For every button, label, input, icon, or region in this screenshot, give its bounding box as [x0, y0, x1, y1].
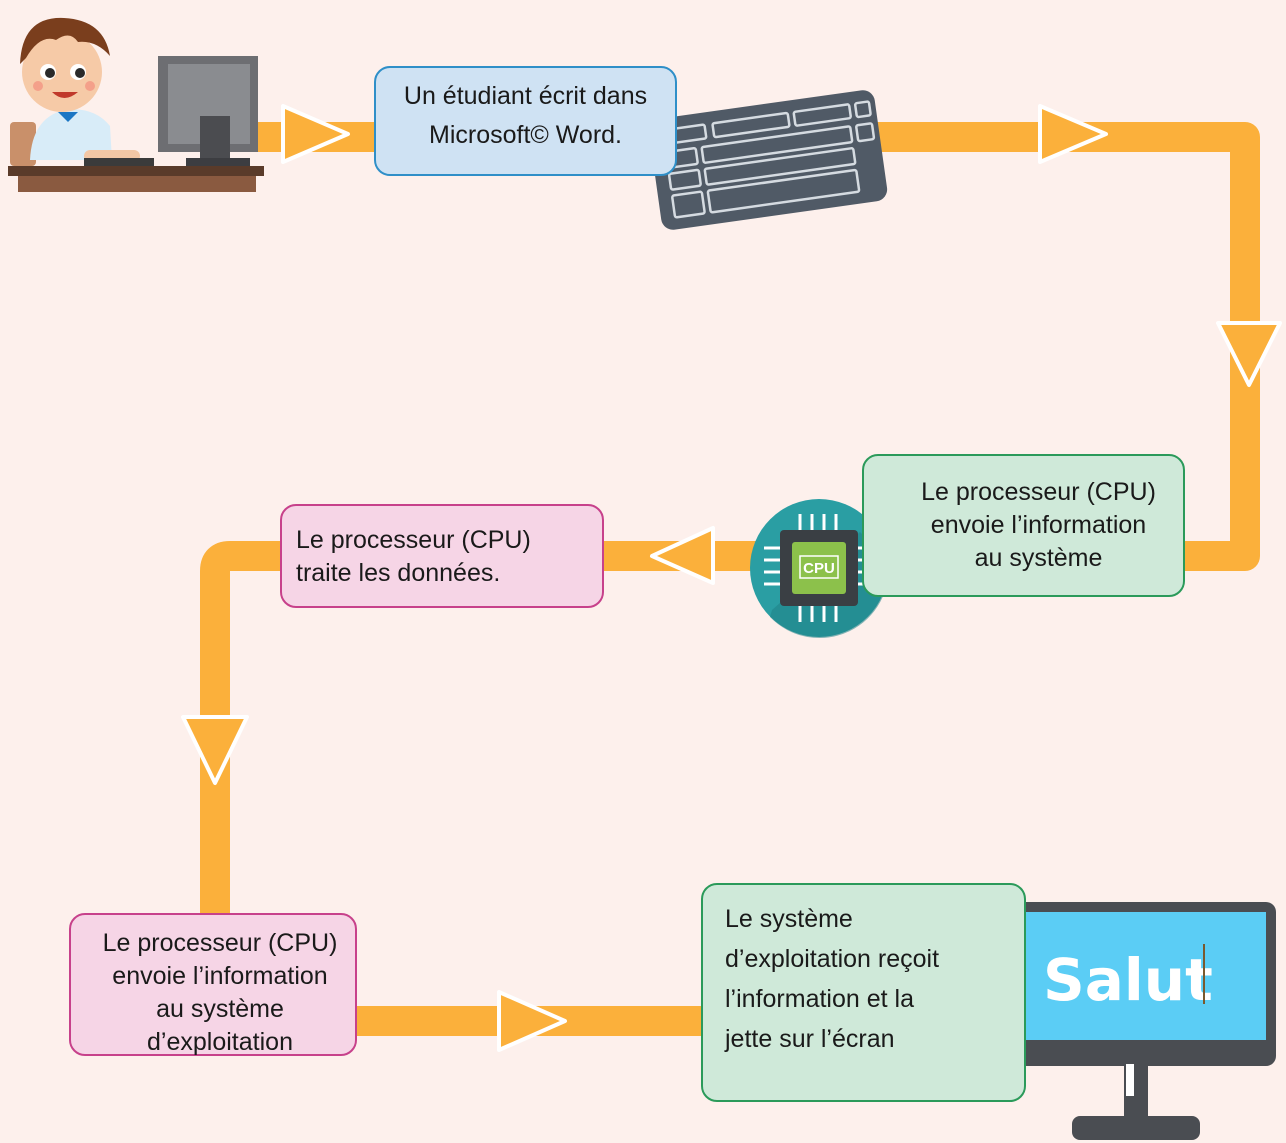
student-at-computer-icon	[8, 17, 264, 192]
step-line: Microsoft© Word.	[429, 121, 622, 149]
cpu-chip-label: CPU	[803, 560, 835, 577]
monitor-salut-text: Salut	[1043, 946, 1213, 1014]
step-line: au système	[156, 995, 284, 1023]
arrow-left-1	[650, 526, 715, 585]
step-line: Le système	[725, 905, 853, 933]
arrow-right-1	[281, 104, 350, 164]
step-cpu-sends-os-box: Le processeur (CPU) envoie l’information…	[69, 913, 357, 1056]
step-line: au système	[974, 544, 1103, 572]
step-line: envoie l’information	[112, 962, 328, 990]
monitor-icon: Salut	[994, 902, 1276, 1140]
step-line: Un étudiant écrit dans	[403, 82, 648, 110]
step-cpu-processes-box: Le processeur (CPU) traite les données.	[280, 504, 604, 608]
step-line: Le processeur (CPU)	[921, 478, 1156, 506]
arrow-right-3	[497, 990, 567, 1052]
step-student-writes-box: Un étudiant écrit dans Microsoft© Word.	[374, 66, 677, 176]
step-line: traite les données.	[296, 559, 501, 587]
step-line: jette sur l’écran	[725, 1025, 895, 1053]
step-line: envoie l’information	[930, 511, 1147, 539]
arrow-down-2	[181, 715, 249, 785]
step-line: Le processeur (CPU)	[296, 526, 531, 554]
cpu-chip-icon: CPU	[750, 499, 889, 639]
keyboard-icon	[648, 90, 888, 230]
step-cpu-sends-system-box: Le processeur (CPU) envoie l’information…	[862, 454, 1185, 597]
arrow-down-1	[1216, 321, 1282, 387]
step-line: Le processeur (CPU)	[102, 929, 338, 957]
step-line: d’exploitation	[147, 1028, 293, 1056]
step-line: d’exploitation reçoit	[725, 945, 940, 973]
arrow-right-2	[1038, 104, 1108, 164]
step-line: l’information et la	[725, 985, 914, 1013]
step-os-displays-box: Le système d’exploitation reçoit l’infor…	[701, 883, 1026, 1102]
